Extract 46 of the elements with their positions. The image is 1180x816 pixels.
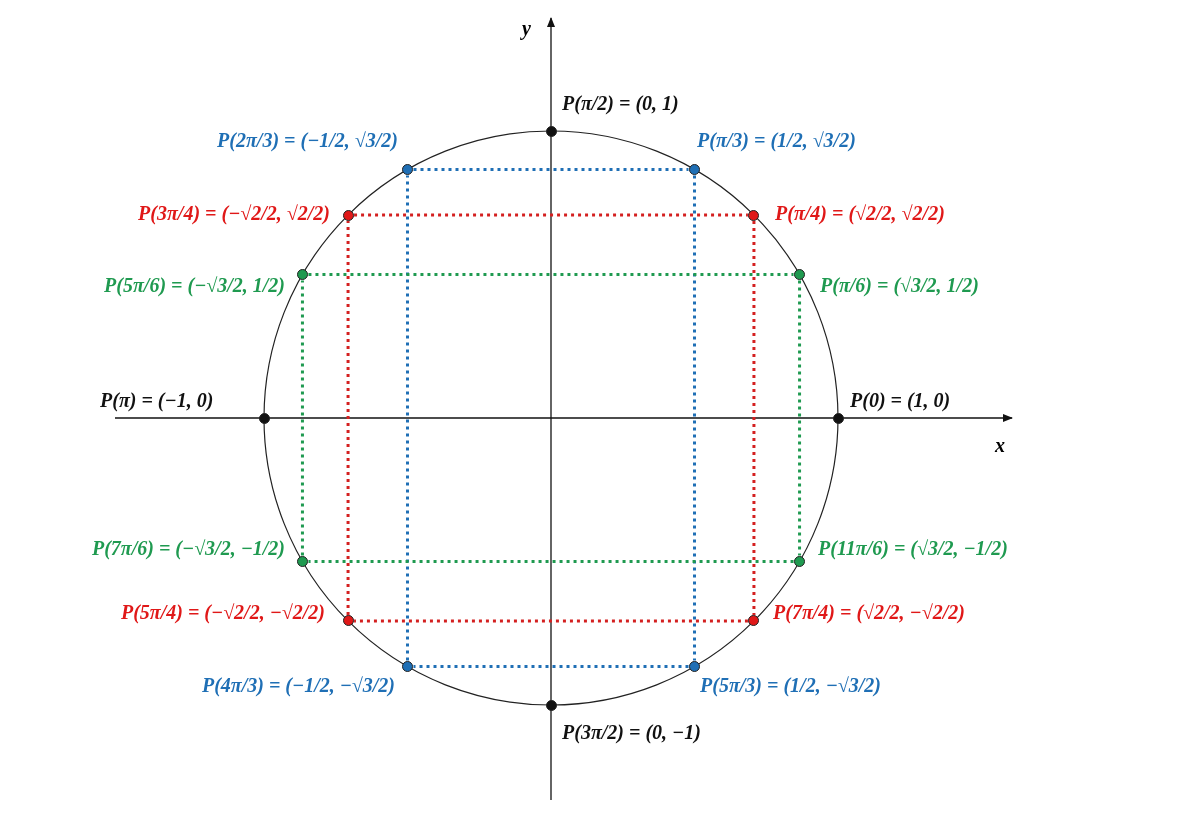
- point-label: P(7π/4) = (√2/2, −√2/2): [773, 600, 965, 624]
- point-dot: [794, 269, 806, 280]
- dotted-line: [354, 213, 748, 217]
- point-dot: [342, 615, 354, 627]
- axis-label: y: [522, 18, 531, 38]
- point-dot: [748, 209, 760, 221]
- axis-label: x: [995, 435, 1005, 455]
- point-dot: [402, 163, 413, 175]
- dotted-line: [752, 221, 756, 615]
- point-dot: [402, 661, 413, 673]
- point-dot: [296, 556, 308, 567]
- dotted-line: [693, 175, 696, 661]
- point-label: P(3π/2) = (0, −1): [562, 720, 701, 744]
- dotted-line: [354, 619, 748, 623]
- point-label: P(π/2) = (0, 1): [562, 91, 679, 115]
- point-label: P(5π/3) = (1/2, −√3/2): [700, 673, 881, 697]
- point-label: P(5π/4) = (−√2/2, −√2/2): [120, 600, 325, 624]
- point-dot: [545, 125, 557, 137]
- point-dot: [794, 556, 806, 567]
- point-dot: [689, 163, 700, 175]
- point-label: P(7π/6) = (−√3/2, −1/2): [91, 536, 285, 560]
- point-label: P(π/3) = (1/2, √3/2): [697, 128, 856, 152]
- dotted-line: [346, 221, 350, 615]
- point-label: P(3π/4) = (−√2/2, √2/2): [138, 201, 330, 225]
- point-label: P(π/4) = (√2/2, √2/2): [775, 201, 945, 225]
- point-label: P(11π/6) = (√3/2, −1/2): [818, 536, 1008, 560]
- point-label: P(0) = (1, 0): [850, 388, 951, 412]
- point-label: P(5π/6) = (−√3/2, 1/2): [104, 273, 285, 297]
- point-dot: [296, 269, 308, 280]
- dotted-line: [406, 175, 409, 661]
- point-dot: [748, 615, 760, 627]
- dotted-line: [308, 560, 794, 563]
- point-label: P(2π/3) = (−1/2, √3/2): [217, 128, 398, 152]
- point-dot: [258, 412, 270, 424]
- point-dot: [689, 661, 700, 673]
- point-label: P(π/6) = (√3/2, 1/2): [820, 273, 979, 297]
- point-dot: [342, 209, 354, 221]
- dotted-line: [308, 273, 794, 276]
- dotted-line: [413, 665, 689, 669]
- point-dot: [832, 412, 844, 424]
- dotted-line: [300, 280, 304, 556]
- point-label: P(π) = (−1, 0): [100, 388, 214, 412]
- point-label: P(4π/3) = (−1/2, −√3/2): [201, 673, 395, 697]
- dotted-line: [413, 167, 689, 171]
- dotted-line: [798, 280, 802, 556]
- point-dot: [545, 699, 557, 711]
